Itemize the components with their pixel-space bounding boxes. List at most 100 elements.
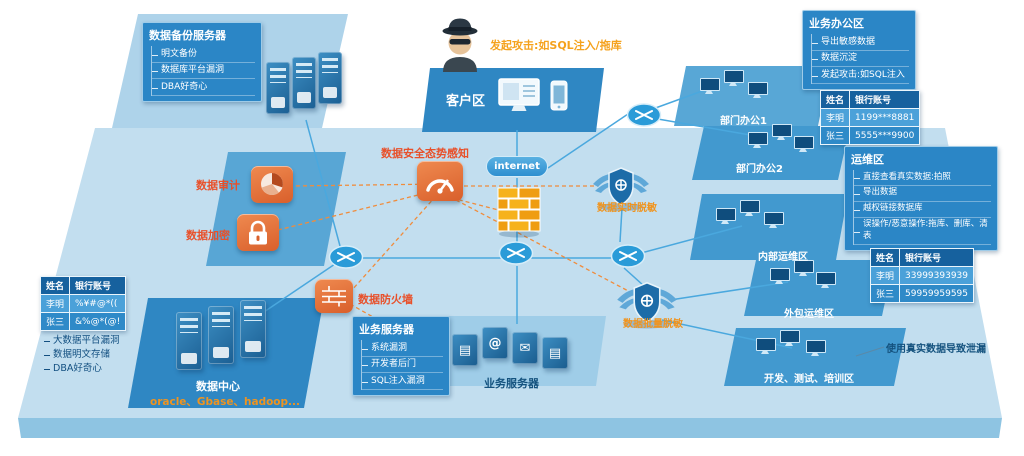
desktop-pc-icon <box>806 340 826 357</box>
data-encrypt-icon <box>237 214 279 251</box>
desktop-pc-icon <box>740 200 760 217</box>
risk-item: DBA好奇心 <box>44 362 120 376</box>
office-box-item: 数据沉淀 <box>812 51 909 68</box>
router-center-icon <box>498 240 534 270</box>
server-box-item: SQL注入漏洞 <box>362 373 443 390</box>
web-server-icon: ▤ <box>542 337 568 369</box>
internet-node: internet <box>486 156 548 177</box>
backup-box-item: 数据库平台漏洞 <box>152 63 255 80</box>
table-header-cell: 姓名 <box>39 276 71 295</box>
file-server-icon: ▤ <box>452 334 478 366</box>
mail-icon: ✉ <box>519 340 531 356</box>
internal-ops-label: 内部运维区 <box>758 252 808 263</box>
data-firewall-label: 数据防火墙 <box>358 293 413 306</box>
shield-wings-icon <box>617 281 677 329</box>
datacenter-account-table: 姓名 银行账号 李明 %¥#@*(( 张三 &%@*(@! <box>39 276 127 331</box>
data-audit-icon <box>251 166 293 203</box>
backup-box-item: 明文备份 <box>152 46 255 63</box>
ops-box-item: 直接查看真实数据:拍照 <box>854 170 991 186</box>
folder-icon: ▤ <box>458 342 472 358</box>
folder-icon: ▤ <box>548 345 562 361</box>
desktop-pc-icon <box>780 330 800 347</box>
table-cell: %¥#@*(( <box>69 294 127 313</box>
app-server-icon: @ <box>482 327 508 359</box>
table-header-cell: 姓名 <box>869 248 901 267</box>
devtest-label: 开发、测试、培训区 <box>764 374 854 385</box>
data-firewall-icon <box>315 279 353 313</box>
desktop-pc-icon <box>770 268 790 285</box>
lock-icon <box>249 220 267 244</box>
realtime-mask-label: 数据实时脱敏 <box>597 203 657 214</box>
batch-mask-label: 数据批量脱敏 <box>623 319 683 330</box>
leak-note-label: 使用真实数据导致泄漏 <box>886 344 986 355</box>
desktop-pc-icon <box>748 132 768 149</box>
office-account-table: 姓名 银行账号 李明 1199***8881 张三 5555***9900 <box>819 90 921 145</box>
ops-zone-box: 运维区 直接查看真实数据:拍照 导出数据 越权链接数据库 误操作/恶意操作:拖库… <box>844 146 998 252</box>
office-box-item: 发起攻击:如SQL注入 <box>812 67 909 84</box>
desktop-pc-icon <box>794 136 814 153</box>
pie-chart-icon <box>261 173 283 196</box>
table-header-cell: 银行账号 <box>69 276 127 295</box>
desktop-pc-icon <box>756 338 776 355</box>
gauge-icon <box>426 179 454 194</box>
datacenter-risk-list: 大数据平台漏洞 数据明文存储 DBA好奇心 <box>44 334 120 376</box>
ops-box-item: 越权链接数据库 <box>854 202 991 218</box>
server-box-title: 业务服务器 <box>359 323 414 336</box>
db-products-label: oracle、Gbase、hadoop... <box>150 396 300 408</box>
brick-wall-icon <box>322 286 346 307</box>
situation-awareness-icon <box>417 161 463 201</box>
table-cell: 张三 <box>39 312 71 331</box>
shield-wings-icon <box>593 167 649 211</box>
dept2-label: 部门办公2 <box>736 164 783 175</box>
situation-awareness-label: 数据安全态势感知 <box>381 147 469 160</box>
office-box-item: 导出敏感数据 <box>812 34 909 51</box>
table-cell: &%@*(@! <box>69 312 127 331</box>
business-server-box: 业务服务器 系统漏洞 开发者后门 SQL注入漏洞 <box>352 316 450 396</box>
table-cell: 5555***9900 <box>849 126 921 145</box>
at-icon: @ <box>488 335 502 351</box>
desktop-pc-icon <box>772 124 792 141</box>
datacenter-server-tower <box>176 312 202 370</box>
table-cell: 李明 <box>39 294 71 313</box>
table-cell: 张三 <box>869 284 901 303</box>
backup-box-item: DBA好奇心 <box>152 79 255 96</box>
router-right-top-icon <box>626 102 662 132</box>
table-cell: 李明 <box>869 266 901 285</box>
business-server-label: 业务服务器 <box>484 377 539 390</box>
client-zone-label: 客户区 <box>446 94 486 109</box>
dept1-label: 部门办公1 <box>720 116 767 127</box>
phone-icon <box>550 80 568 115</box>
realtime-mask-icon <box>590 164 652 216</box>
mail-server-icon: ✉ <box>512 332 538 364</box>
outsource-ops-label: 外包运维区 <box>784 309 834 320</box>
batch-mask-icon <box>614 278 680 334</box>
ops-box-item: 误操作/恶意操作:拖库、删库、清表 <box>854 218 991 246</box>
table-header-cell: 姓名 <box>819 90 851 109</box>
datacenter-server-tower <box>208 306 234 364</box>
table-header-cell: 银行账号 <box>899 248 975 267</box>
table-header-cell: 银行账号 <box>849 90 921 109</box>
desktop-pc-icon <box>716 208 736 225</box>
table-cell: 张三 <box>819 126 851 145</box>
table-cell: 李明 <box>819 108 851 127</box>
office-box-title: 业务办公区 <box>809 17 864 30</box>
hacker-icon <box>436 16 484 76</box>
risk-item: 数据明文存储 <box>44 348 120 362</box>
backup-server-box: 数据备份服务器 明文备份 数据库平台漏洞 DBA好奇心 <box>142 22 262 102</box>
desktop-pc-icon <box>794 260 814 277</box>
attack-label: 发起攻击:如SQL注入/拖库 <box>490 39 622 52</box>
datacenter-label: 数据中心 <box>196 380 240 393</box>
data-audit-label: 数据审计 <box>196 179 240 192</box>
office-zone-box: 业务办公区 导出敏感数据 数据沉淀 发起攻击:如SQL注入 <box>802 10 916 90</box>
server-box-item: 开发者后门 <box>362 357 443 374</box>
router-left-icon <box>328 244 364 274</box>
desktop-pc-icon <box>748 82 768 99</box>
desktop-pc-icon <box>724 70 744 87</box>
backup-server-tower <box>318 52 342 104</box>
ops-account-table: 姓名 银行账号 李明 33999393939 张三 59959959595 <box>869 248 975 303</box>
data-encrypt-label: 数据加密 <box>186 229 230 242</box>
